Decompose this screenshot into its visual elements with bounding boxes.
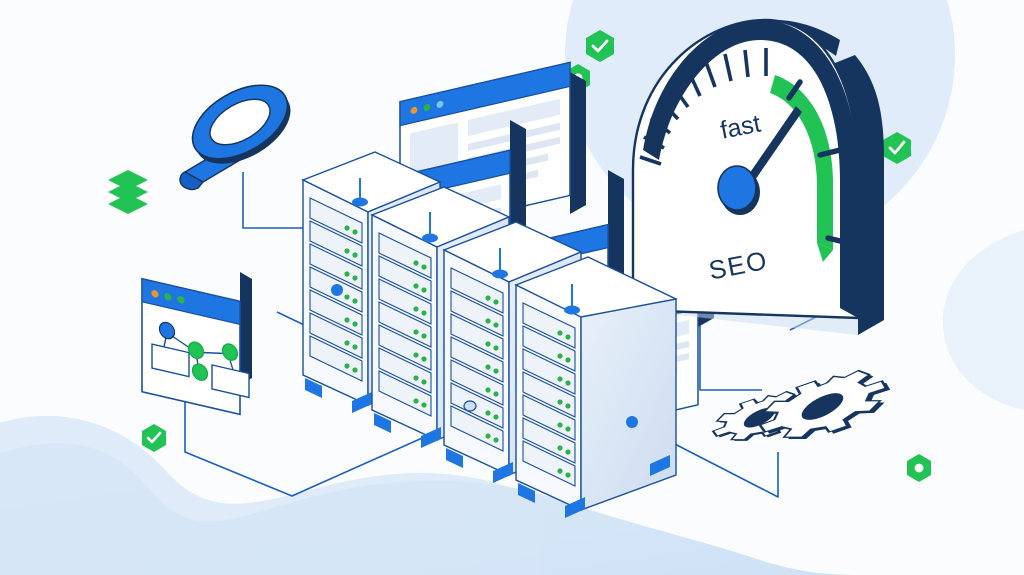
network-diagram-window[interactable] — [141, 272, 252, 416]
gear-large — [758, 369, 891, 439]
rack-slots-3 — [450, 267, 504, 452]
connector-dot-1 — [352, 197, 368, 207]
network-node-green-2 — [221, 343, 239, 361]
rack-foot-2a — [374, 413, 391, 433]
rack-handle-3[interactable] — [463, 400, 477, 412]
network-node-green-1 — [187, 341, 205, 360]
connector-dot-4 — [564, 305, 580, 315]
network-window-titlebar — [141, 278, 241, 326]
rack-foot-4a — [518, 483, 535, 503]
gauge-major-ticks — [786, 79, 851, 246]
gauge-arc-green-tip — [817, 243, 833, 262]
badge-check-bottom-left — [142, 424, 166, 452]
rack-foot-3a — [446, 448, 463, 468]
connector-dot-rack4 — [626, 416, 638, 428]
rack-slots-4 — [522, 302, 576, 487]
network-window-dots — [151, 290, 185, 304]
magnifier-lens — [209, 98, 271, 146]
badge-check-right — [883, 132, 911, 164]
rack-foot-2b — [421, 427, 441, 448]
bg-blob-right — [942, 230, 1024, 410]
rack-foot-4c — [650, 455, 670, 476]
gauge-rim-right — [760, 20, 858, 318]
connector-stems — [331, 178, 638, 428]
speedometer-gauge: fast SEO — [631, 18, 884, 335]
server-rack-4[interactable] — [514, 256, 678, 518]
magnifying-glass — [179, 84, 291, 191]
badge-ring-bottom-right — [907, 454, 931, 482]
window-dot-orange — [151, 290, 159, 298]
rack-foot-3b — [493, 462, 513, 483]
badge-check-top — [586, 30, 614, 62]
network-node-green-3 — [191, 363, 209, 381]
window-dot-green-2 — [177, 296, 185, 304]
rack-foot-4b — [565, 497, 585, 518]
network-window-side — [240, 272, 252, 385]
rack-slots-2 — [378, 232, 432, 417]
badge-layers-left — [108, 170, 148, 214]
gauge-rim-top — [643, 20, 760, 160]
gauge-hub — [717, 165, 757, 211]
gauge-arc-green — [770, 75, 833, 250]
rack-foot-1a — [305, 378, 322, 398]
connector-rack-to-gears-lower — [631, 421, 779, 498]
window-dot-green-1 — [164, 293, 172, 301]
connector-dot-rack1 — [331, 284, 343, 296]
settings-gears[interactable] — [697, 369, 916, 441]
gauge-ticks — [639, 48, 768, 166]
network-diagram-content — [151, 321, 250, 399]
gauge-needle — [717, 106, 802, 215]
connector-dot-2 — [422, 233, 438, 243]
connector-dot-3 — [492, 269, 508, 279]
connector-network-to-racks — [184, 385, 486, 497]
gauge-depth-right — [830, 55, 884, 335]
network-box-1 — [151, 343, 190, 378]
rack-slots-1 — [309, 197, 363, 382]
network-node-blue — [158, 321, 176, 340]
bg-blob-bottom-left-2 — [0, 415, 540, 575]
network-box-2 — [211, 364, 250, 399]
rack-foot-1b — [352, 392, 372, 413]
rack-side-4 — [580, 298, 677, 512]
